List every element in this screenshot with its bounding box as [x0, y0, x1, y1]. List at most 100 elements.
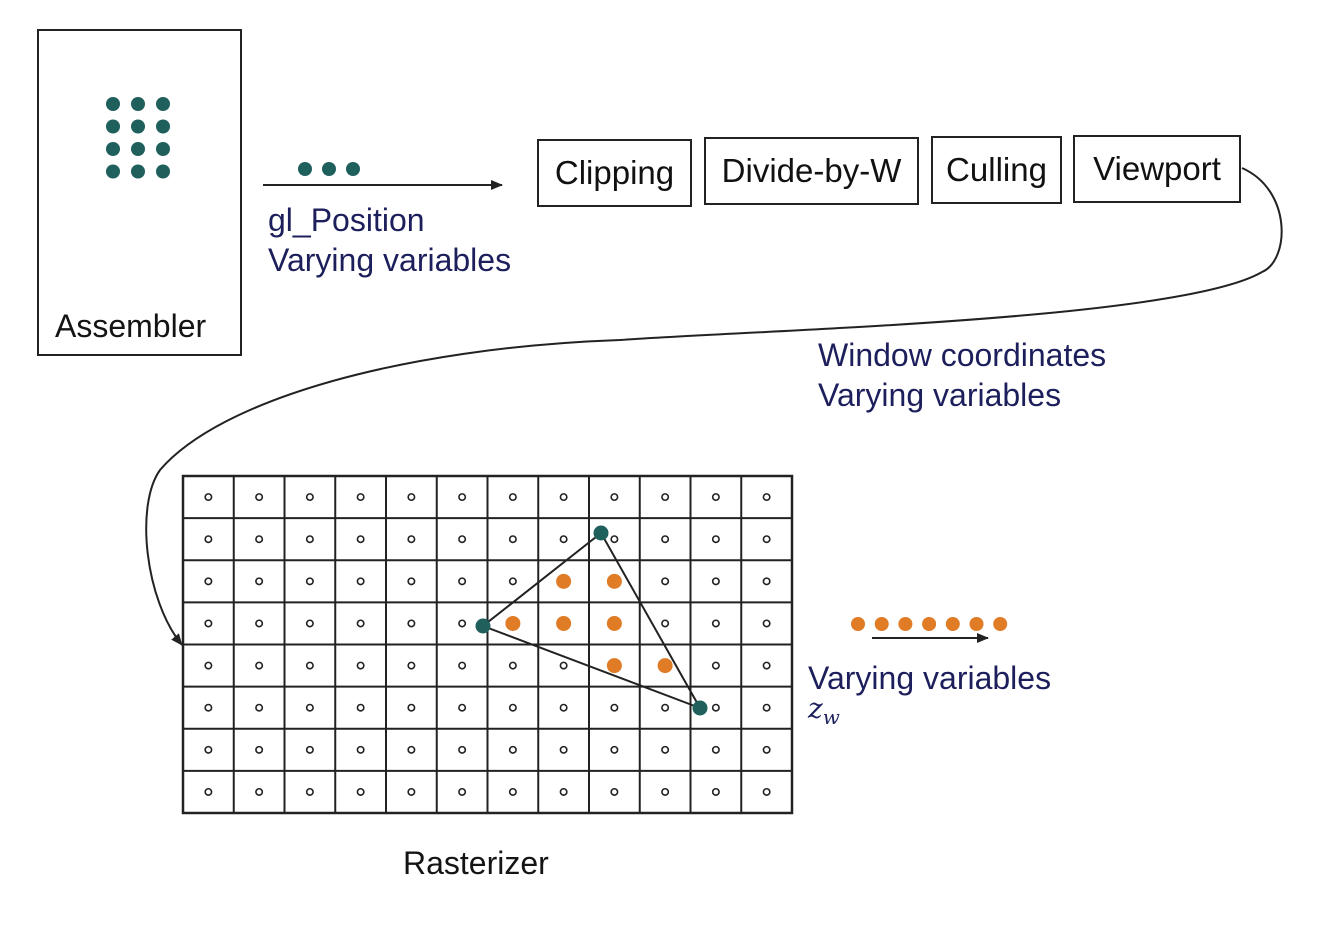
assembler-dot: [131, 119, 145, 134]
pixel-center: [255, 661, 264, 670]
output-fragment-dot: [874, 617, 889, 631]
pixel-center: [204, 493, 213, 502]
pixel-center: [458, 577, 467, 586]
assembler-dot: [106, 164, 120, 179]
pixel-center: [458, 703, 467, 712]
triangle-vertex-dot: [593, 525, 609, 541]
output-fragment-dot: [945, 617, 960, 631]
pixel-center: [407, 745, 416, 754]
assembler-box: [37, 29, 242, 356]
pixel-center: [610, 745, 619, 754]
pixel-center: [711, 619, 720, 628]
assembler-dot: [131, 142, 145, 156]
clipping-stage: Clipping: [537, 139, 692, 207]
pixel-center: [711, 787, 720, 796]
pixel-center: [762, 619, 771, 628]
fragment-dot: [606, 658, 622, 674]
pixel-center: [711, 535, 720, 544]
assembler-label: Assembler: [55, 308, 207, 344]
pixel-center: [356, 787, 365, 796]
pixel-center: [610, 535, 619, 544]
assembler-dot: [156, 142, 170, 156]
pixel-center: [305, 535, 314, 544]
primitive-triangle: [480, 531, 703, 710]
pixel-center: [711, 493, 720, 502]
pixel-center: [305, 577, 314, 586]
pixel-center: [661, 577, 670, 586]
assembler-output-dots: [298, 162, 360, 176]
vertex-dot: [322, 162, 336, 176]
pixel-center: [407, 661, 416, 670]
fragment-dot: [505, 615, 521, 631]
pixel-center: [661, 619, 670, 628]
pixel-center: [458, 493, 467, 502]
rasterizer-grid: [181, 474, 794, 815]
fragment-dot: [556, 615, 572, 631]
assembler-dot: [106, 119, 120, 134]
assembler-dot: [131, 97, 145, 111]
pixel-center: [661, 493, 670, 502]
pixel-center: [204, 577, 213, 586]
pixel-center: [305, 661, 314, 670]
vertex-dot: [346, 162, 360, 176]
pixel-center: [762, 661, 771, 670]
assembler-dot: [156, 164, 170, 179]
pixel-center: [508, 493, 517, 502]
pixel-center: [711, 745, 720, 754]
fragment-dot: [606, 615, 622, 631]
pixel-center: [356, 535, 365, 544]
pixel-center: [305, 745, 314, 754]
w-subscript: w: [822, 705, 840, 729]
assembler-dot: [106, 142, 120, 156]
pixel-center: [610, 787, 619, 796]
pixel-center: [762, 745, 771, 754]
pixel-center: [762, 577, 771, 586]
pixel-center: [305, 703, 314, 712]
pixel-center: [255, 577, 264, 586]
pixel-center: [407, 619, 416, 628]
culling-stage-label: Culling: [946, 151, 1047, 188]
varying-variables-label-1: Varying variables: [268, 242, 512, 278]
triangle-vertex-dot: [692, 700, 708, 716]
pixel-center: [559, 703, 568, 712]
pixel-center: [508, 535, 517, 544]
varying-variables-label-2: Varying variables: [818, 377, 1062, 413]
pixel-center: [762, 535, 771, 544]
pixel-center: [711, 661, 720, 670]
pixel-center: [508, 661, 517, 670]
pixel-center: [559, 787, 568, 796]
assembler-vertex-dots: [106, 97, 170, 179]
z-symbol: z: [808, 692, 823, 725]
pixel-center: [458, 787, 467, 796]
output-fragment-dot: [993, 617, 1008, 631]
pixel-center: [508, 745, 517, 754]
pixel-center: [305, 619, 314, 628]
varying-variables-label-3: Varying variables: [808, 660, 1052, 696]
rasterizer-label: Rasterizer: [403, 845, 549, 881]
pixel-center: [711, 577, 720, 586]
pixel-center: [458, 535, 467, 544]
pixel-center: [559, 661, 568, 670]
pixel-center: [407, 535, 416, 544]
window-coordinates-label: Window coordinates: [818, 337, 1107, 373]
clipping-stage-label: Clipping: [554, 154, 675, 191]
fragment-dots: [505, 573, 673, 674]
assembler-dot: [106, 97, 120, 111]
divide-by-w-stage-label: Divide-by-W: [721, 152, 902, 189]
output-fragment-dot: [898, 617, 913, 631]
pixel-center: [356, 619, 365, 628]
pixel-center: [508, 577, 517, 586]
pixel-center: [305, 787, 314, 796]
pixel-center: [255, 787, 264, 796]
output-fragment-dot: [969, 617, 984, 631]
pixel-center: [255, 619, 264, 628]
pixel-center: [661, 787, 670, 796]
triangle-vertex-dots: [475, 525, 708, 716]
viewport-to-rasterizer-curve: [145, 167, 1283, 646]
pixel-center: [762, 493, 771, 502]
pixel-center: [762, 787, 771, 796]
pixel-center: [762, 703, 771, 712]
pixel-center: [305, 493, 314, 502]
pixel-center: [356, 703, 365, 712]
fragment-dot: [556, 573, 572, 589]
